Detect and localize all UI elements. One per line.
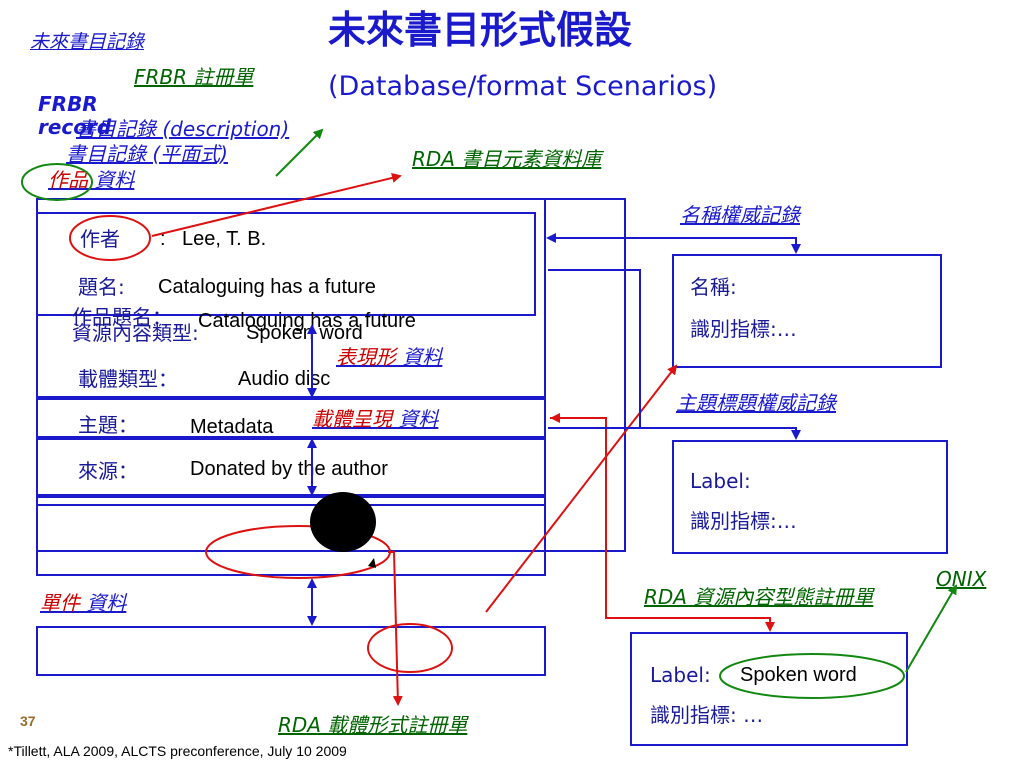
content-type-value: Spoken word — [246, 322, 363, 344]
spoken-word-highlight-ellipse — [719, 653, 905, 699]
green-arrow-frbr — [275, 128, 324, 177]
title-value: Cataloguing has a future — [158, 276, 376, 298]
red-arrow-to-carrier-registry — [388, 551, 403, 706]
content-box-id-label: 識別指標: … — [650, 703, 764, 727]
author-highlight-ellipse — [69, 215, 151, 261]
manifestation-box — [36, 398, 546, 438]
item-highlight-ellipse — [367, 623, 453, 673]
black-blob — [310, 492, 376, 552]
item-data-suffix: 資料 — [80, 591, 127, 615]
item-box — [36, 626, 546, 676]
content-type-registry-box — [630, 632, 908, 746]
source-label: 來源： — [78, 459, 138, 483]
name-authority-label: 名稱權威記錄 — [680, 203, 800, 227]
name-field-label: 名稱: — [690, 275, 737, 299]
blue-connector-work — [548, 269, 801, 440]
rda-carrier-registry-label: RDA 載體形式註冊單 — [278, 713, 468, 737]
expression-data-suffix: 資料 — [396, 345, 443, 369]
title-label: 題名: — [78, 275, 125, 299]
manifestation-data-label: 載體呈現 資料 — [312, 408, 438, 430]
red-arrow-item-to-name — [485, 364, 678, 613]
name-id-label: 識別指標:… — [690, 317, 797, 341]
work-label: 作品 — [48, 168, 88, 192]
expression-label: 表現形 — [336, 345, 396, 369]
subject-authority-box — [672, 440, 948, 554]
item-label: 單件 — [40, 591, 80, 615]
work-title-label: 作品題名： — [72, 305, 172, 329]
content-type-label: 資源內容類型: — [72, 321, 199, 345]
manifestation-lower-box — [36, 438, 546, 496]
content-box-label: Label: — [650, 663, 711, 687]
manifestation-data-suffix: 資料 — [392, 407, 439, 431]
subject-authority-label: 主題標題權威記錄 — [676, 391, 836, 415]
work-data-suffix: 資料 — [88, 168, 135, 192]
bib-description-label: 書目記錄 (description) — [76, 117, 290, 141]
work-data-label: 作品 資料 — [48, 169, 134, 191]
author-value: Lee, T. B. — [182, 228, 267, 250]
name-authority-box — [672, 254, 942, 368]
subject-box-label: Label: — [690, 469, 751, 493]
manifestation-label: 載體呈現 — [312, 407, 392, 431]
expression-box — [36, 198, 546, 398]
source-value: Donated by the author — [190, 458, 388, 480]
expression-data-label: 表現形 資料 — [336, 346, 442, 368]
red-arrow-author-to-db — [151, 173, 402, 237]
page-subtitle: (Database/format Scenarios) — [328, 71, 718, 102]
author-colon: : — [160, 228, 166, 250]
page-title: 未來書目形式假設 — [328, 8, 633, 52]
inner-bottom-box — [36, 504, 546, 552]
author-label: 作者 — [80, 227, 120, 251]
red-arrow-manifestation-to-content — [550, 417, 775, 632]
page-number: 37 — [20, 713, 36, 729]
content-box-value: Spoken word — [740, 664, 857, 686]
work-title-value: Cataloguing has a future — [198, 310, 416, 332]
frbr-registry-label: FRBR 註冊單 — [134, 65, 254, 89]
subject-label: 主題： — [78, 413, 138, 437]
rda-content-registry-label: RDA 資源內容型態註冊單 — [644, 585, 874, 609]
footer-citation: *Tillett, ALA 2009, ALCTS preconference,… — [8, 743, 347, 759]
blue-line-name-box — [670, 237, 801, 254]
rda-element-db-label: RDA 書目元素資料庫 — [412, 147, 602, 171]
item-data-label: 單件 資料 — [40, 592, 126, 614]
black-blob-tip — [368, 558, 376, 568]
bib-flat-label: 書目記錄 (平面式) — [66, 142, 228, 166]
subject-box-id-label: 識別指標:… — [690, 509, 797, 533]
green-arrow-onix — [905, 584, 958, 673]
carrier-label: 載體類型： — [78, 367, 178, 391]
work-highlight-ellipse — [21, 163, 93, 201]
frbr-record-label: FRBR record — [38, 92, 112, 139]
subject-value: Metadata — [190, 416, 274, 438]
future-record-label: 未來書目記錄 — [30, 31, 145, 53]
